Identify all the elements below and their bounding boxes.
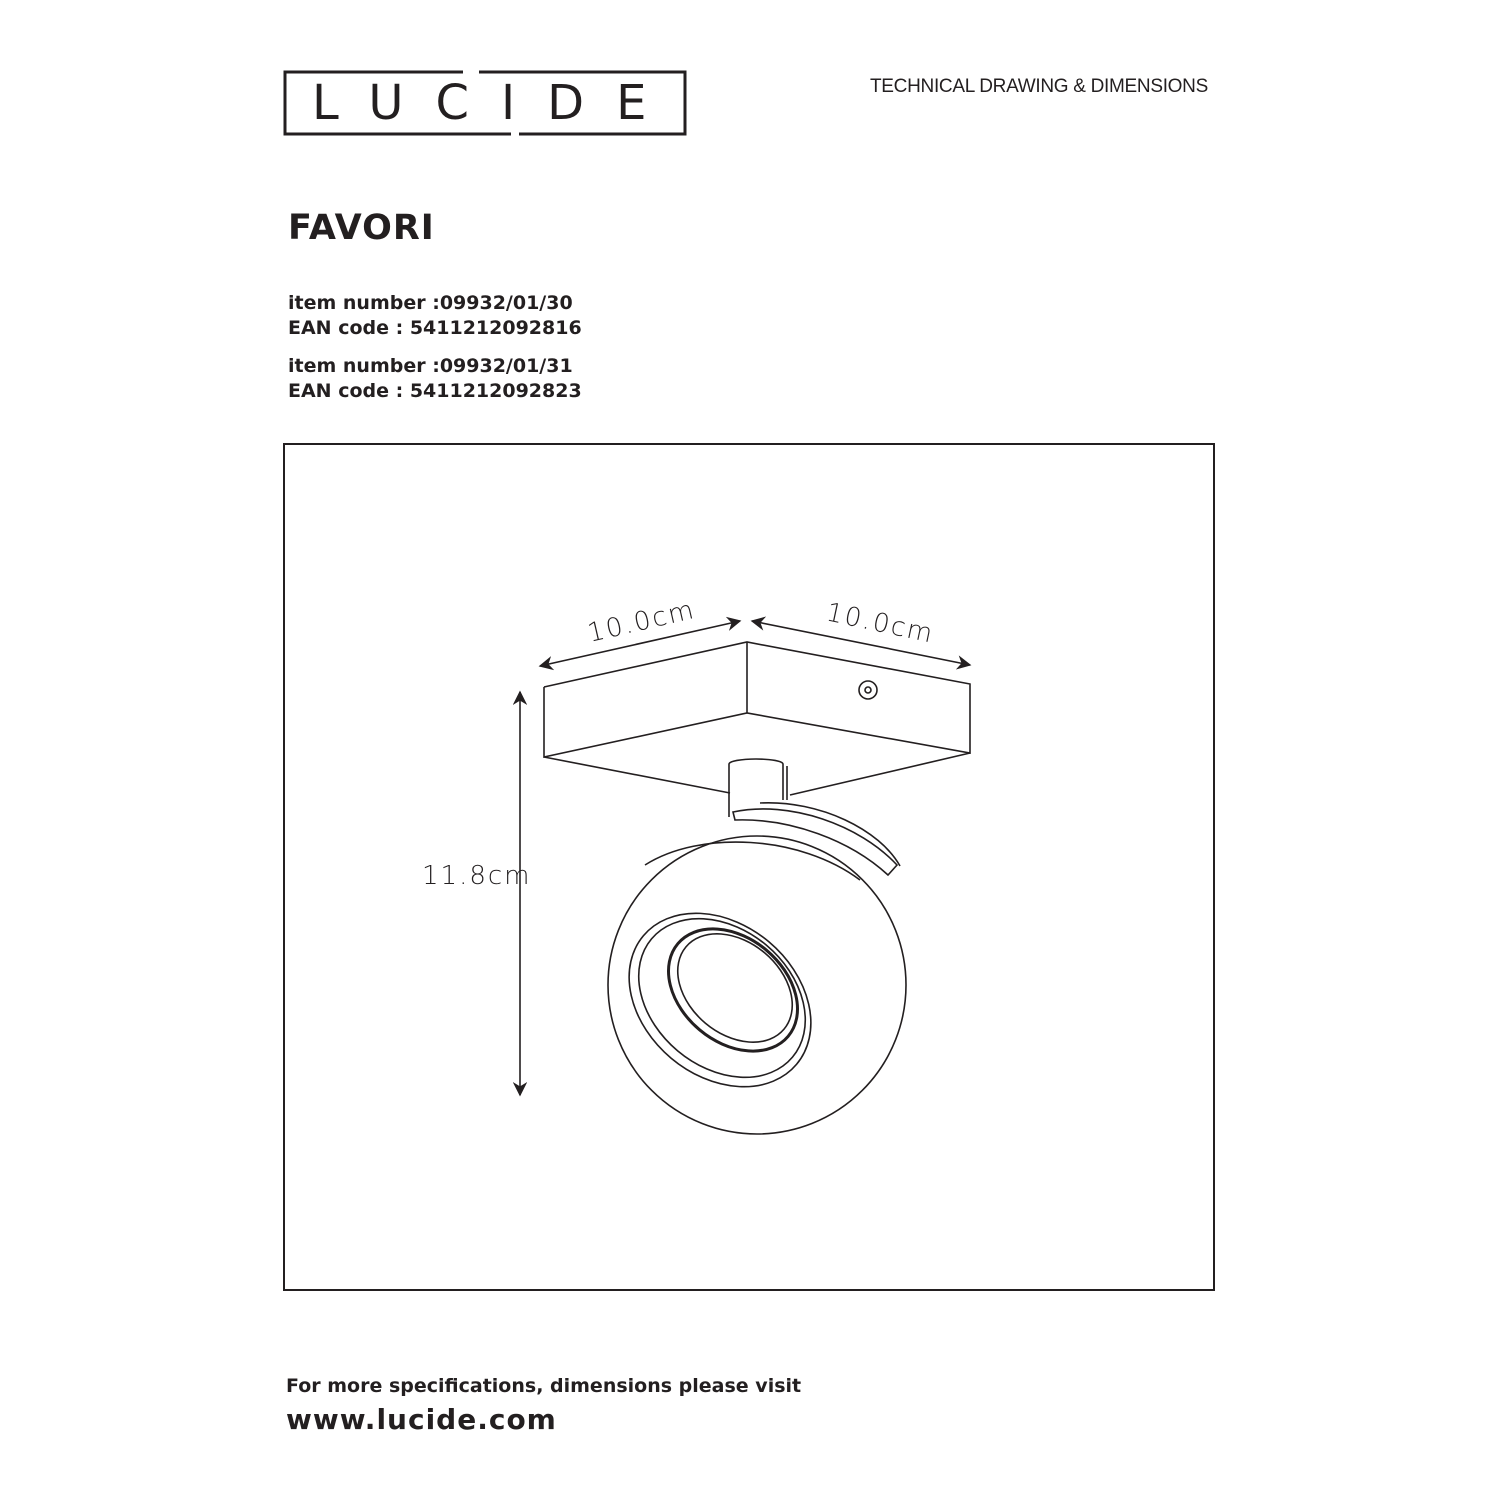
- footer-note: For more specifications, dimensions plea…: [286, 1375, 802, 1397]
- lucide-logo-frame: [283, 70, 687, 136]
- lamp-drawing: [543, 641, 971, 1135]
- product-title: FAVORI: [288, 208, 435, 248]
- dimension-lines: [512, 616, 972, 1097]
- width-dimension: 10.0cm: [585, 595, 698, 649]
- height-dimension: 11.8cm: [422, 861, 532, 891]
- website-link[interactable]: www.lucide.com: [286, 1403, 557, 1436]
- document-type: TECHNICAL DRAWING & DIMENSIONS: [870, 76, 1208, 97]
- item-number: item number :09932/01/31: [288, 355, 573, 377]
- variant-2: item number :09932/01/31 EAN code : 5411…: [288, 354, 582, 404]
- ean-code: EAN code : 5411212092823: [288, 380, 582, 402]
- item-number: item number :09932/01/30: [288, 292, 573, 314]
- ean-code: EAN code : 5411212092816: [288, 317, 582, 339]
- variant-1: item number :09932/01/30 EAN code : 5411…: [288, 291, 582, 341]
- depth-dimension: 10.0cm: [824, 598, 937, 650]
- lucide-logo: LUCIDE: [312, 75, 679, 131]
- drawing-frame: [283, 443, 1215, 1291]
